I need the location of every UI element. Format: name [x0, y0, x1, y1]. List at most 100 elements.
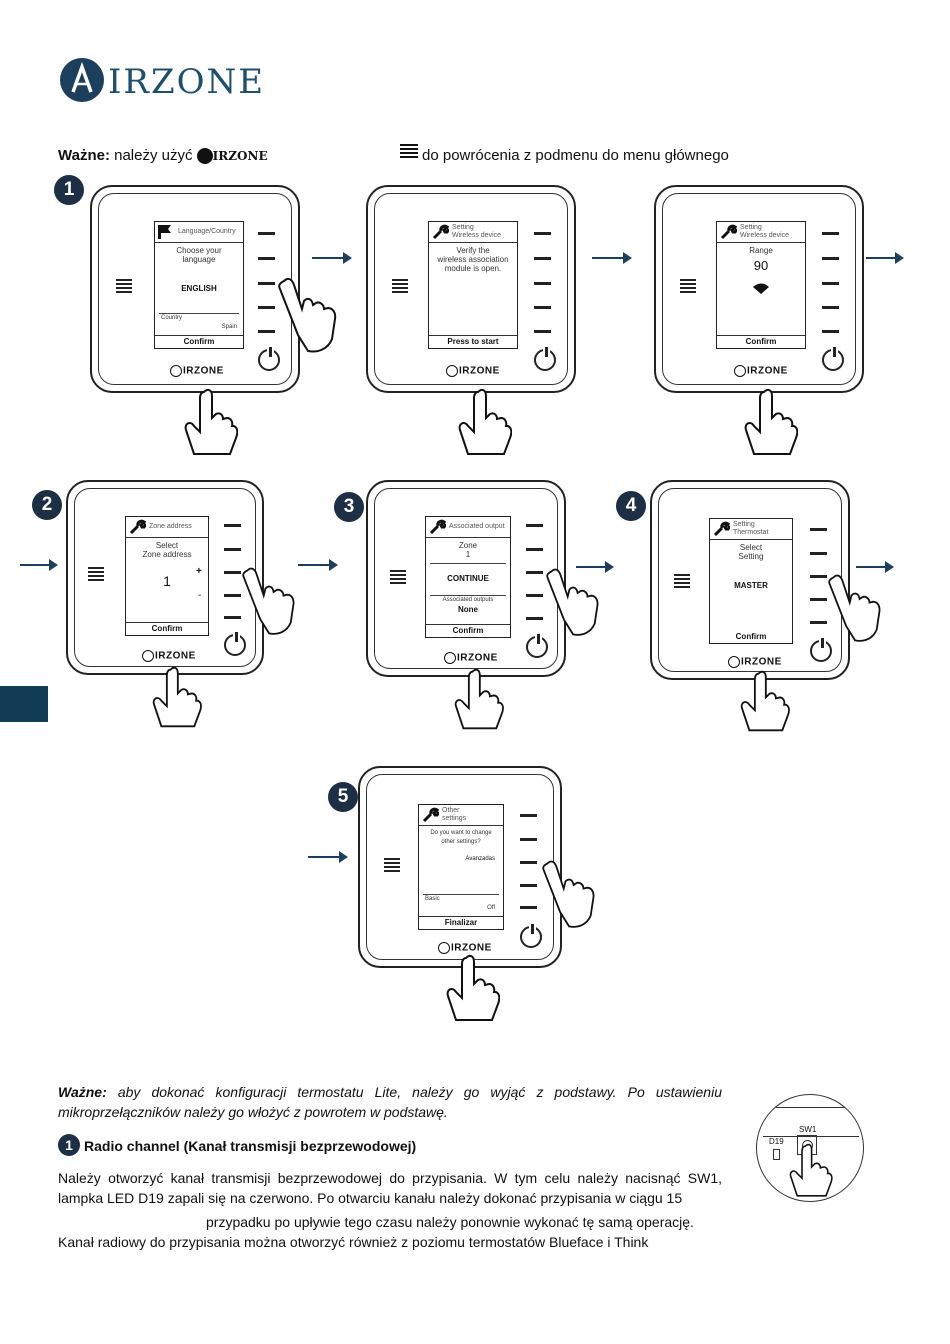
confirm-label: Confirm [717, 335, 805, 346]
option-basic-value: Off [487, 905, 495, 911]
button-1[interactable] [520, 814, 537, 817]
power-icon[interactable] [534, 347, 556, 371]
hand-pointer-icon [446, 954, 500, 1021]
thermostat-device-a: Language/Country Choose your language EN… [90, 185, 300, 393]
button-3[interactable] [534, 282, 551, 285]
menu-icon[interactable] [390, 570, 406, 584]
power-icon[interactable] [520, 924, 542, 948]
button-3[interactable] [822, 282, 839, 285]
hand-pointer-icon [542, 860, 595, 928]
button-5[interactable] [258, 330, 275, 333]
button-1[interactable] [526, 524, 543, 527]
option-basic: Basic [425, 896, 440, 902]
button-2[interactable] [520, 838, 537, 841]
press-to-start-label: Press to start [429, 335, 517, 346]
button-4[interactable] [810, 598, 827, 601]
wifi-icon [717, 282, 805, 296]
menu-icon[interactable] [88, 567, 104, 581]
finish-label: Finalizar [419, 916, 503, 927]
screen-sub-value: None [458, 605, 478, 614]
button-4[interactable] [534, 306, 551, 309]
menu-icon[interactable] [674, 574, 690, 588]
power-icon[interactable] [224, 632, 246, 656]
button-3[interactable] [526, 571, 543, 574]
screen-line: Select [155, 541, 179, 550]
power-icon[interactable] [258, 347, 280, 371]
button-5[interactable] [526, 617, 543, 620]
screen-line: Range [749, 246, 773, 255]
button-5[interactable] [224, 616, 241, 619]
zone-address-value: 1 [163, 573, 171, 589]
button-3[interactable] [520, 861, 537, 864]
note-text: aby dokonać konfiguracji termostatu Lite… [58, 1084, 722, 1120]
button-1[interactable] [534, 232, 551, 235]
minus-label: - [198, 590, 202, 601]
screen-language: Language/Country Choose your language EN… [154, 221, 244, 349]
button-4[interactable] [822, 306, 839, 309]
button-1[interactable] [810, 528, 827, 531]
power-icon[interactable] [822, 347, 844, 371]
screen-sub-value: Spain [221, 324, 237, 330]
screen-line: Setting [738, 552, 764, 561]
d19-label: D19 [769, 1137, 784, 1146]
hand-pointer-icon [546, 568, 599, 636]
hand-pointer-icon [744, 388, 798, 455]
button-5[interactable] [520, 906, 537, 909]
power-icon[interactable] [810, 638, 832, 662]
screen-line: module is open. [444, 264, 502, 273]
button-5[interactable] [822, 330, 839, 333]
button-5[interactable] [534, 330, 551, 333]
button-2[interactable] [526, 548, 543, 551]
screen-line: Zone [458, 541, 478, 550]
button-5[interactable] [810, 621, 827, 624]
step-badge-4: 4 [616, 491, 646, 521]
button-3[interactable] [810, 575, 827, 578]
board-detail-figure: SW1 D19 [756, 1094, 864, 1202]
button-3[interactable] [224, 571, 241, 574]
button-4[interactable] [224, 594, 241, 597]
screen-line: Zone address [142, 550, 192, 559]
button-4[interactable] [520, 884, 537, 887]
menu-icon[interactable] [680, 279, 696, 293]
power-icon[interactable] [526, 634, 548, 658]
hand-pointer-icon [242, 567, 295, 635]
plus-label: + [196, 566, 202, 577]
wrench-icon [421, 807, 441, 823]
button-2[interactable] [822, 257, 839, 260]
airzone-logo-text: IRZONE [108, 62, 266, 102]
page-side-tab [0, 686, 48, 722]
screen-title: Language/Country [178, 228, 236, 235]
body-paragraph-2: przypadku po upływie tego czasu należy p… [206, 1214, 694, 1230]
button-2[interactable] [258, 257, 275, 260]
mini-airzone-icon [196, 148, 213, 165]
screen-title-2: Wireless device [452, 232, 502, 239]
screen-sub-label: Associated outputs [442, 597, 494, 603]
button-2[interactable] [810, 552, 827, 555]
button-3[interactable] [258, 282, 275, 285]
button-4[interactable] [258, 306, 275, 309]
wrench-icon [428, 519, 448, 535]
flow-arrow [20, 559, 58, 571]
button-1[interactable] [224, 524, 241, 527]
screen-title-1: Other [442, 807, 460, 814]
button-2[interactable] [224, 548, 241, 551]
screen-value: ENGLISH [181, 284, 217, 293]
button-1[interactable] [822, 232, 839, 235]
sw1-label: SW1 [799, 1125, 817, 1134]
hand-pointer-icon [454, 668, 504, 730]
button-1[interactable] [258, 232, 275, 235]
device-brand: IRZONE [446, 365, 500, 377]
wrench-icon [128, 519, 148, 535]
step-badge-1: 1 [54, 175, 84, 205]
button-2[interactable] [534, 257, 551, 260]
confirm-label: Confirm [426, 624, 510, 635]
screen-title-2: Wireless device [740, 232, 790, 239]
menu-icon[interactable] [392, 279, 408, 293]
button-4[interactable] [526, 594, 543, 597]
menu-icon[interactable] [384, 858, 400, 872]
menu-icon[interactable] [116, 279, 132, 293]
screen-value: CONTINUE [447, 574, 489, 583]
